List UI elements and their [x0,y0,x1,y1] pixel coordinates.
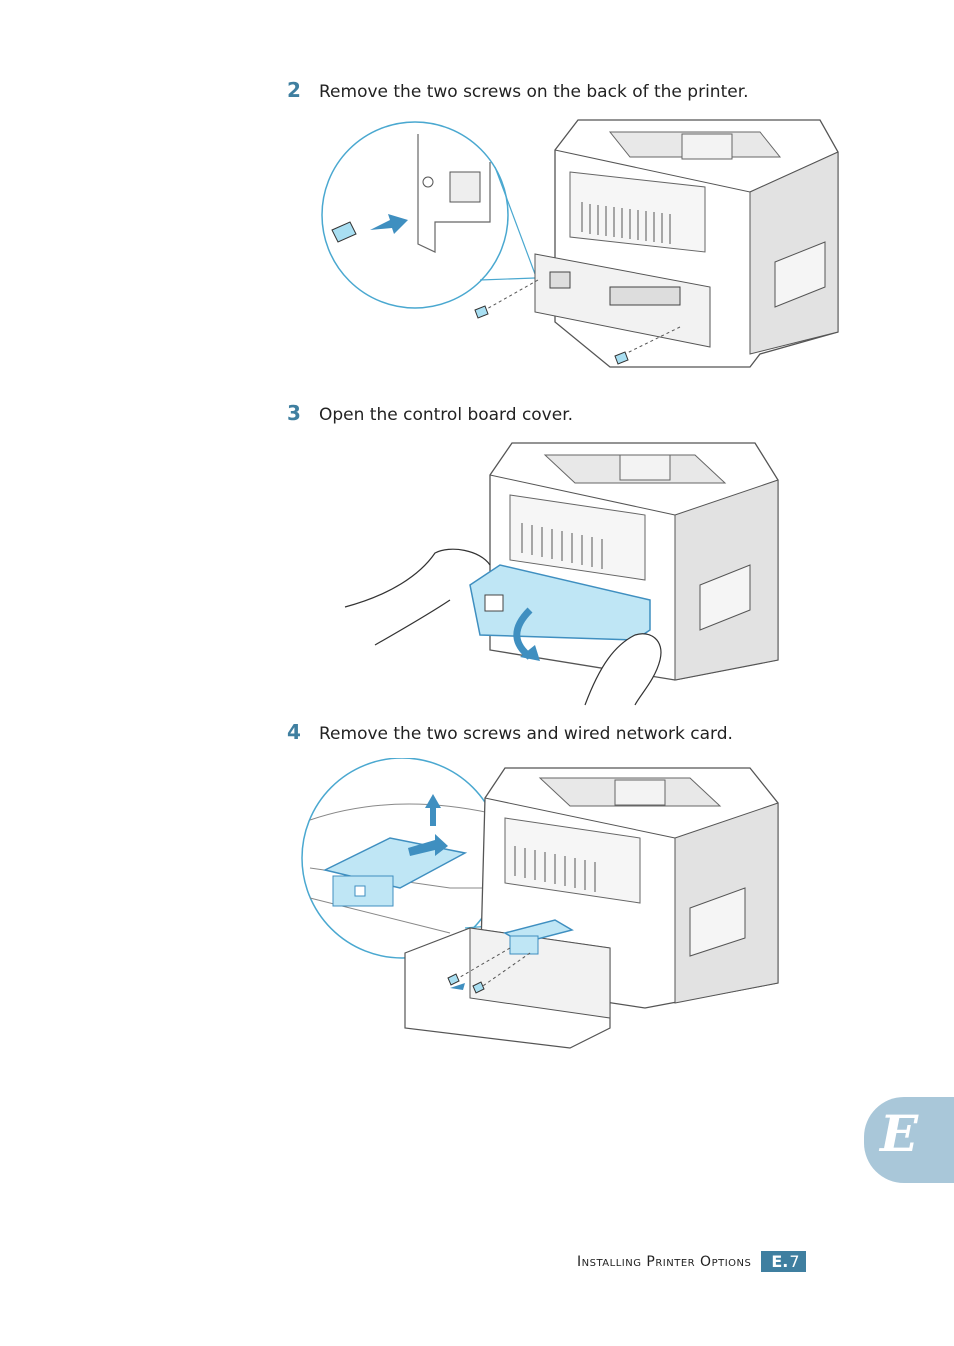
illustration-remove-network-card [301,758,779,1049]
chapter-letter: E [880,1104,919,1163]
step-number: 3 [287,401,301,425]
footer-title: Installing Printer Options [577,1253,752,1270]
step-2: 2 Remove the two screws on the back of t… [287,78,749,102]
step-4: 4 Remove the two screws and wired networ… [287,720,733,744]
section-label: E. [771,1252,789,1271]
control-board-cover [469,564,651,641]
page-number: 7 [789,1252,800,1271]
arrow-right-icon [408,834,448,856]
step-text: Open the control board cover. [319,405,574,425]
chapter-tab [864,1097,954,1183]
arrow-icon [370,214,408,234]
zoom-circle [321,121,509,309]
hand-right [584,633,662,706]
illustration-remove-screws [321,119,839,368]
illustration-open-cover [344,442,779,706]
step-text: Remove the two screws and wired network … [319,724,733,744]
step-number: 2 [287,78,301,102]
arrow-up-icon [425,794,441,826]
step-text: Remove the two screws on the back of the… [319,82,749,102]
step-3: 3 Open the control board cover. [287,401,573,425]
step-number: 4 [287,720,301,744]
page-footer: Installing Printer Options E. 7 [577,1251,806,1272]
page-number-badge: E. 7 [761,1251,806,1272]
hand-left [344,548,491,608]
